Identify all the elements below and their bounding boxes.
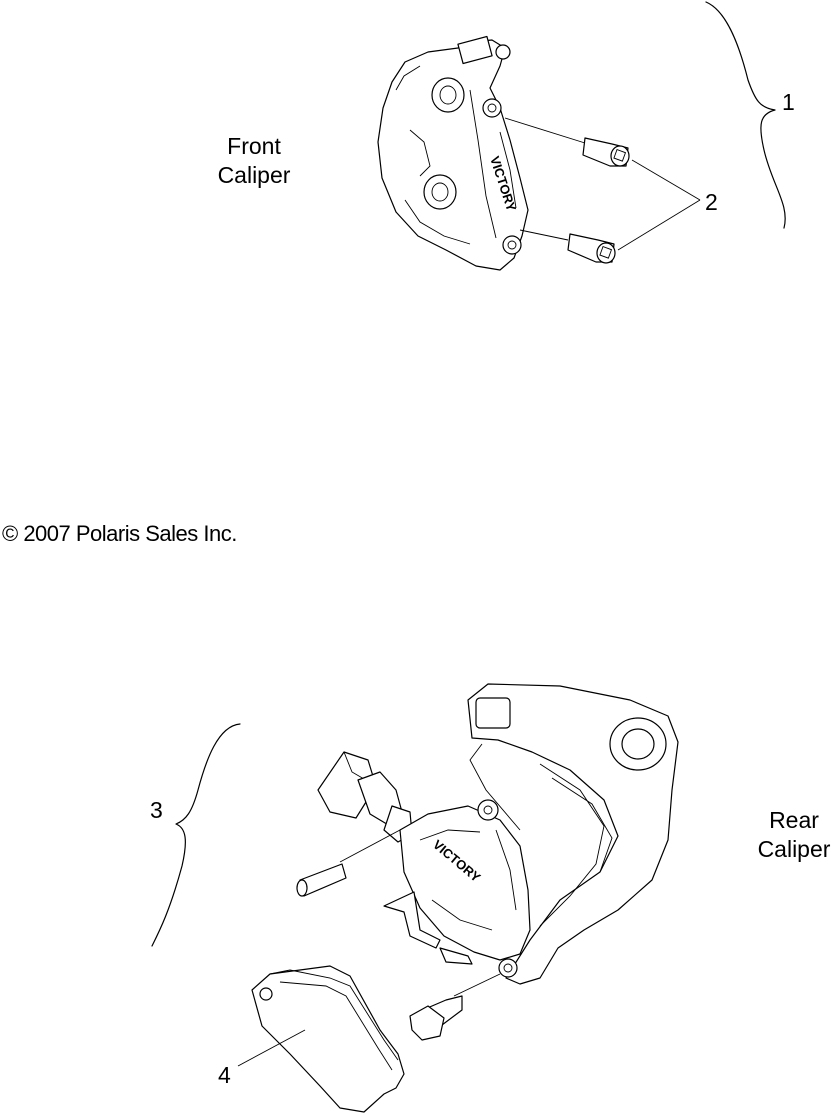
callout-4: 4 — [218, 1062, 231, 1088]
bracket-1 — [705, 1, 786, 229]
rear-caliper-bracket-drawing — [467, 683, 679, 985]
front-caliper-label-line2: Caliper — [217, 162, 291, 188]
rear-caliper-label-line2: Caliper — [757, 836, 831, 862]
rear-caliper-label-line1: Rear — [769, 807, 819, 833]
callout-1: 1 — [782, 89, 795, 115]
front-caliper-label: Front Caliper — [206, 132, 302, 190]
rear-caliper-bolt — [409, 973, 501, 1041]
callout-3: 3 — [150, 797, 163, 823]
front-caliper-bolts — [504, 117, 701, 264]
bracket-3 — [151, 723, 241, 947]
rear-caliper-pin — [296, 829, 401, 897]
rear-caliper-drawing: VICTORY — [317, 751, 531, 978]
front-caliper-drawing: VICTORY — [377, 35, 529, 271]
callout-2: 2 — [705, 189, 718, 215]
rear-caliper-label: Rear Caliper — [746, 806, 833, 864]
front-caliper-label-line1: Front — [227, 133, 281, 159]
rear-brake-pad — [237, 965, 405, 1113]
copyright-notice: © 2007 Polaris Sales Inc. — [2, 521, 237, 546]
